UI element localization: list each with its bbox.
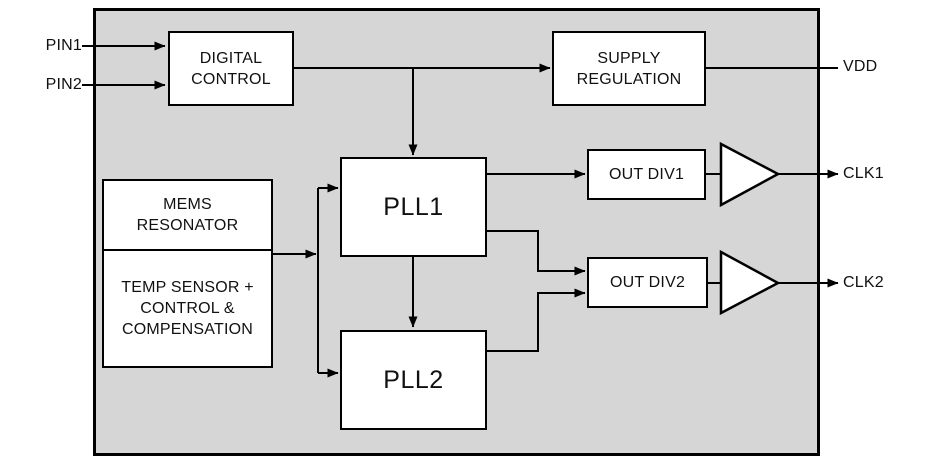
- out-div1-block: OUT DIV1: [587, 149, 706, 200]
- digital-control-label-line2: CONTROL: [191, 70, 271, 88]
- pin2-label: PIN2: [45, 76, 82, 93]
- mems-resonator-label-line2: RESONATOR: [136, 217, 239, 234]
- out-div2-block: OUT DIV2: [587, 257, 708, 308]
- supply-regulation-label-line2: REGULATION: [576, 70, 682, 88]
- pll1-block: PLL1: [340, 157, 487, 257]
- temp-sensor-label-line1: TEMP SENSOR +: [121, 278, 254, 296]
- mems-resonator-section: MEMS RESONATOR: [104, 181, 271, 251]
- supply-regulation-block: SUPPLY REGULATION: [552, 31, 706, 106]
- vdd-label: VDD: [843, 58, 878, 75]
- temp-sensor-section: TEMP SENSOR + CONTROL & COMPENSATION: [104, 251, 271, 365]
- pll1-label: PLL1: [383, 192, 444, 221]
- pin1-label: PIN1: [45, 37, 82, 54]
- clk1-label: CLK1: [843, 165, 884, 182]
- clk2-label: CLK2: [843, 274, 884, 291]
- digital-control-label-line1: DIGITAL: [199, 49, 263, 67]
- digital-control-block: DIGITAL CONTROL: [168, 31, 294, 106]
- out-div1-label: OUT DIV1: [608, 166, 685, 183]
- mems-resonator-label-line1: MEMS: [163, 196, 212, 213]
- out-div2-label: OUT DIV2: [609, 274, 686, 291]
- temp-sensor-label-line3: COMPENSATION: [121, 320, 253, 338]
- supply-regulation-label-line1: SUPPLY: [597, 49, 661, 67]
- mems-block: MEMS RESONATOR TEMP SENSOR + CONTROL & C…: [102, 179, 273, 368]
- pll2-label: PLL2: [383, 365, 444, 394]
- temp-sensor-label-line2: CONTROL &: [140, 299, 235, 317]
- pll2-block: PLL2: [340, 330, 487, 430]
